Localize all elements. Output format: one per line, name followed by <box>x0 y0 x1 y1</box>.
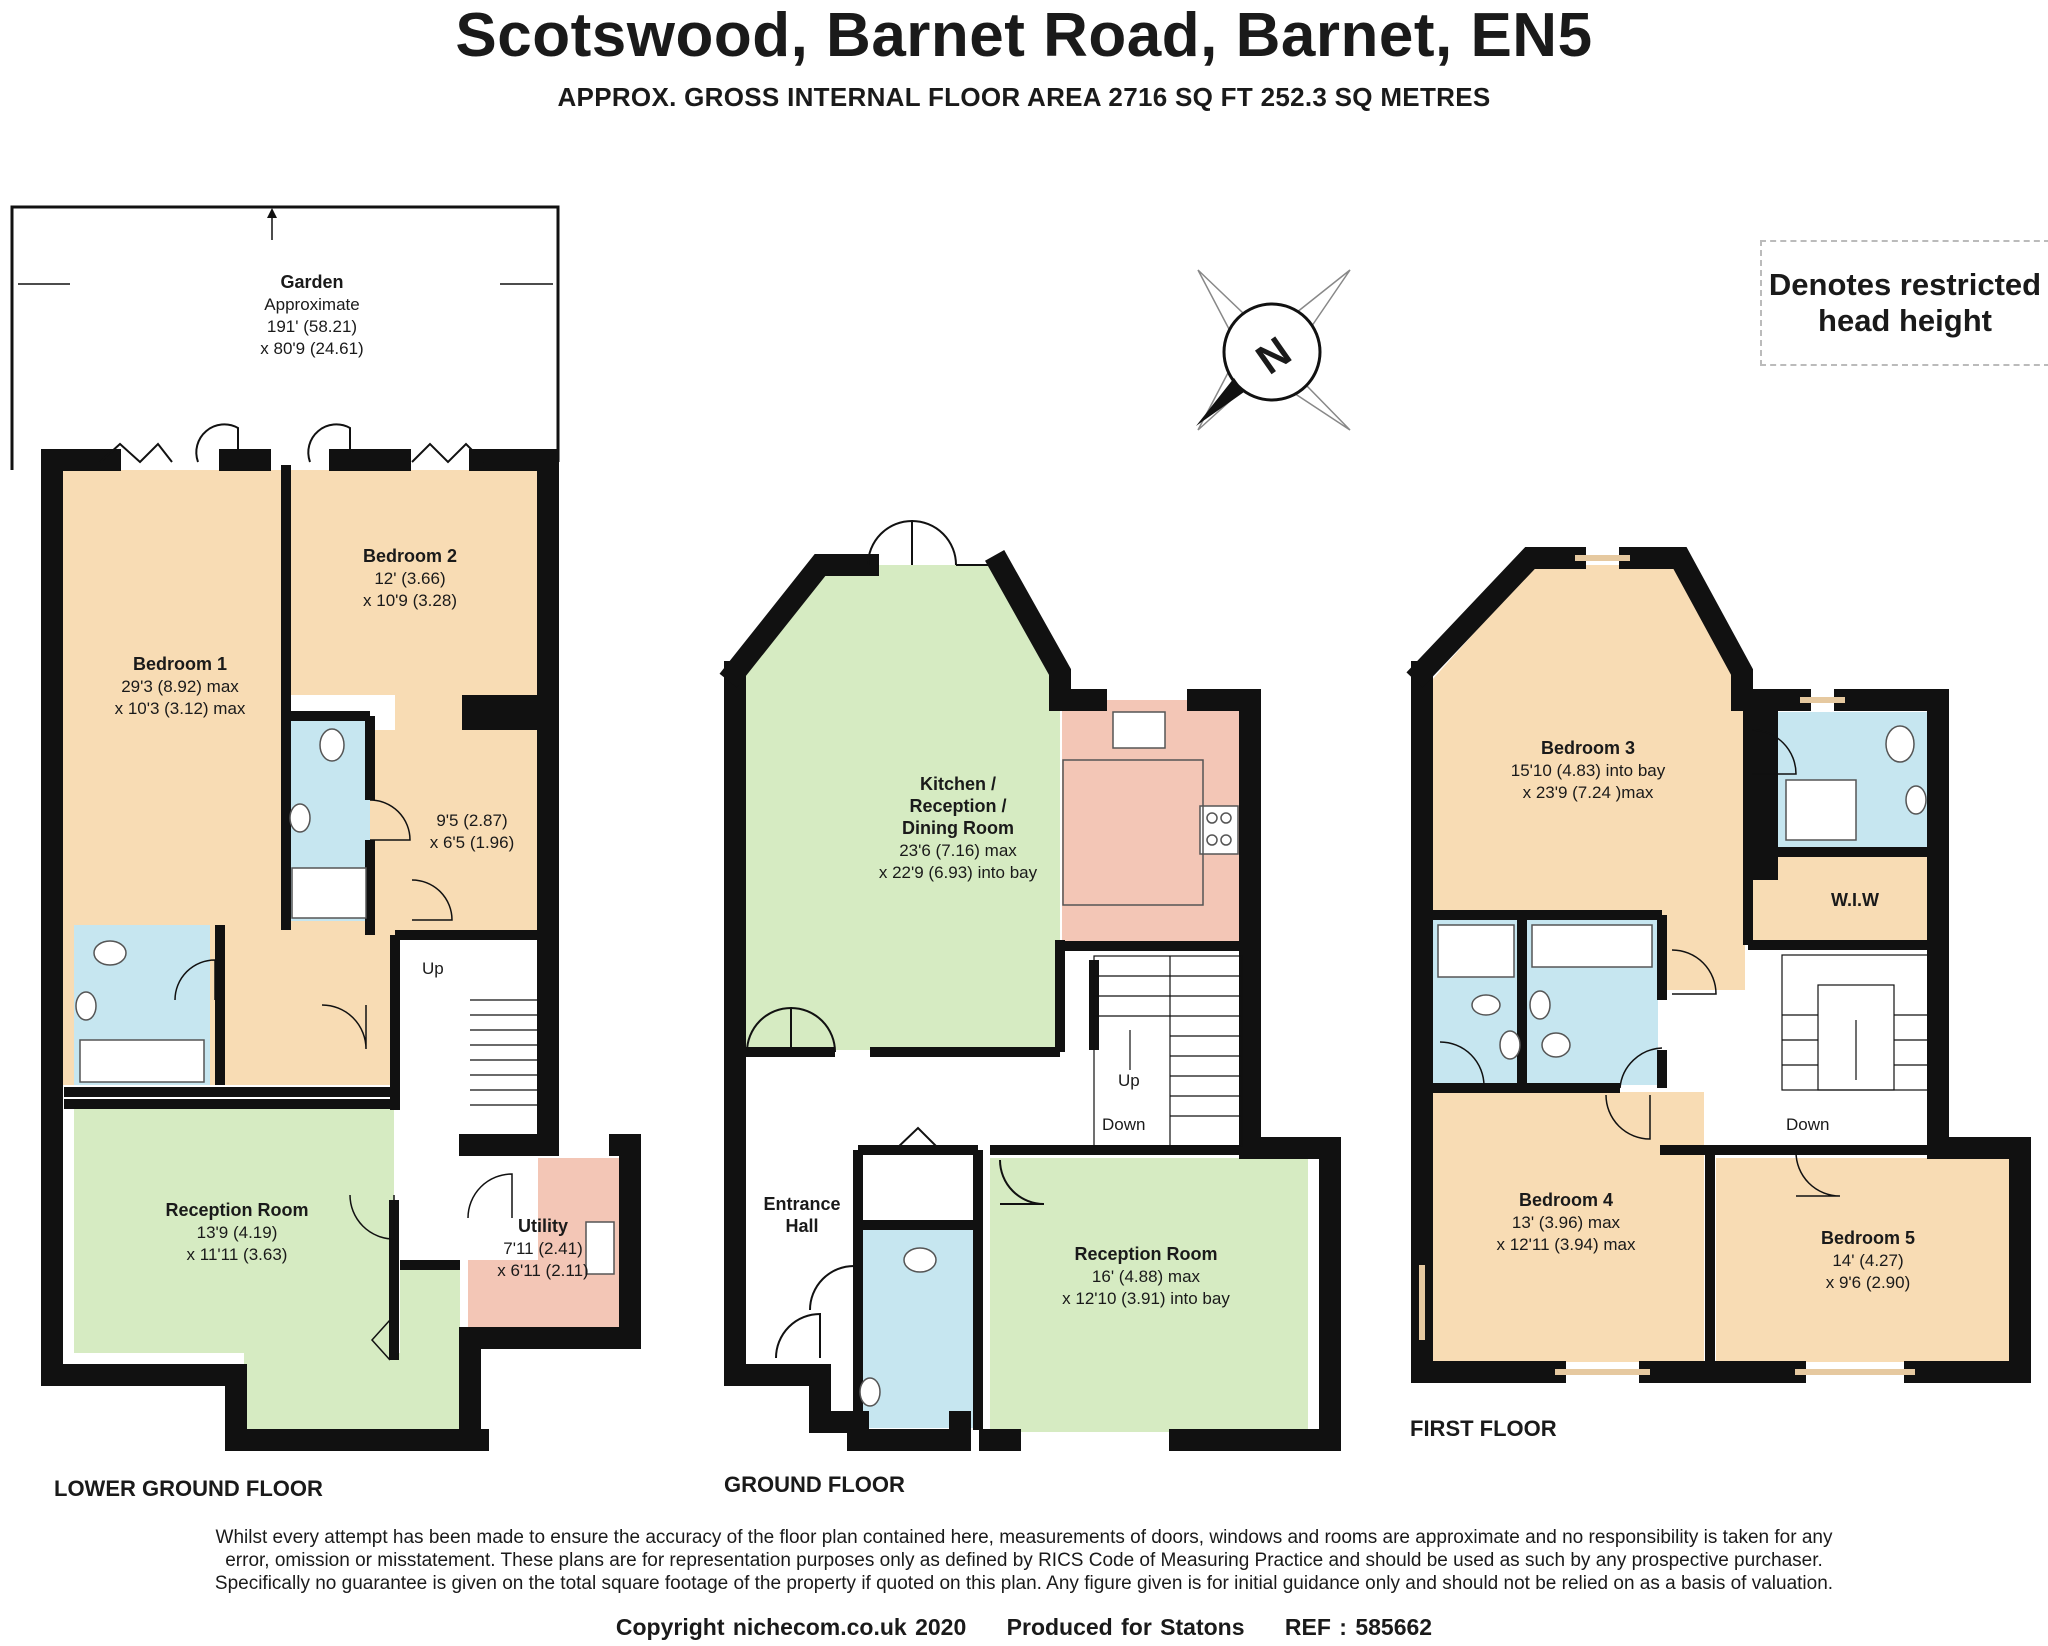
copyright-line: Copyright nichecom.co.uk 2020 Produced f… <box>0 1614 2048 1641</box>
produced-for-text: Produced for Statons <box>1006 1614 1245 1640</box>
svg-text:x 80'9 (24.61): x 80'9 (24.61) <box>260 339 363 358</box>
bedroom-4-name: Bedroom 4 <box>1519 1190 1613 1210</box>
svg-text:x 12'11 (3.94) max: x 12'11 (3.94) max <box>1497 1235 1636 1254</box>
stairs-up-lg: Up <box>422 959 444 978</box>
garden-name: Garden <box>280 272 343 292</box>
reception-lg-name: Reception Room <box>165 1200 308 1220</box>
legend-line-2: head height <box>1818 303 1992 338</box>
entrance-hall-name: Entrance <box>763 1194 840 1214</box>
kitchen-name: Kitchen / <box>920 774 996 794</box>
svg-text:23'6 (7.16) max: 23'6 (7.16) max <box>899 841 1017 860</box>
bedroom-2-name: Bedroom 2 <box>363 546 457 566</box>
disclaimer-line-2: error, omission or misstatement. These p… <box>225 1550 1823 1571</box>
svg-text:16' (4.88) max: 16' (4.88) max <box>1092 1267 1201 1286</box>
svg-text:15'10 (4.83) into bay: 15'10 (4.83) into bay <box>1511 761 1666 780</box>
svg-text:Dining Room: Dining Room <box>902 818 1014 838</box>
svg-text:9'5 (2.87): 9'5 (2.87) <box>436 811 507 830</box>
svg-text:x 9'6 (2.90): x 9'6 (2.90) <box>1826 1273 1911 1292</box>
svg-text:x 10'3 (3.12) max: x 10'3 (3.12) max <box>115 699 246 718</box>
disclaimer-line-3: Specifically no guarantee is given on th… <box>214 1573 1834 1594</box>
svg-text:191' (58.21): 191' (58.21) <box>267 317 357 336</box>
legend-line-1: Denotes restricted <box>1768 267 2042 302</box>
copyright-text: Copyright nichecom.co.uk 2020 <box>615 1614 967 1640</box>
kitchen-reception-fill <box>745 565 1060 1050</box>
utility-name: Utility <box>518 1216 568 1236</box>
bedroom-3-fill <box>1432 565 1928 990</box>
svg-text:29'3 (8.92) max: 29'3 (8.92) max <box>121 677 239 696</box>
stairs-down-g: Down <box>1102 1115 1145 1134</box>
svg-text:Approximate: Approximate <box>264 295 359 314</box>
bedroom-2-fill <box>286 470 540 695</box>
ground-floor-label: GROUND FLOOR <box>724 1472 905 1497</box>
bedroom-3-name: Bedroom 3 <box>1541 738 1635 758</box>
garden-boundary <box>10 205 560 470</box>
svg-text:x 23'9 (7.24 )max: x 23'9 (7.24 )max <box>1523 783 1654 802</box>
reception-g-name: Reception Room <box>1074 1244 1217 1264</box>
svg-text:7'11 (2.41): 7'11 (2.41) <box>503 1239 582 1258</box>
svg-text:12' (3.66): 12' (3.66) <box>374 569 445 588</box>
svg-text:x 12'10 (3.91) into bay: x 12'10 (3.91) into bay <box>1062 1289 1230 1308</box>
bedroom-1-name: Bedroom 1 <box>133 654 227 674</box>
bedroom-4-fill <box>1432 1092 1704 1362</box>
wiw-name: W.I.W <box>1831 890 1879 910</box>
disclaimer: Whilst every attempt has been made to en… <box>60 1526 1988 1595</box>
lower-ground-floor-label: LOWER GROUND FLOOR <box>54 1476 323 1501</box>
page-title: Scotswood, Barnet Road, Barnet, EN5 <box>455 1 1593 70</box>
compass-icon <box>1196 269 1351 431</box>
first-floor-label: FIRST FLOOR <box>1410 1416 1557 1441</box>
svg-text:13'9 (4.19): 13'9 (4.19) <box>197 1223 278 1242</box>
svg-text:x 10'9 (3.28): x 10'9 (3.28) <box>363 591 457 610</box>
disclaimer-line-1: Whilst every attempt has been made to en… <box>215 1527 1833 1548</box>
reference-text: REF : 585662 <box>1284 1614 1433 1640</box>
landing-ff-fill <box>1662 1000 1932 1150</box>
svg-text:x 11'11 (3.63): x 11'11 (3.63) <box>187 1245 288 1264</box>
restricted-height-legend: Denotes restricted head height <box>1760 240 2048 366</box>
floor-area-subtitle: APPROX. GROSS INTERNAL FLOOR AREA 2716 S… <box>557 82 1491 112</box>
bedroom-5-name: Bedroom 5 <box>1821 1228 1915 1248</box>
svg-text:x 6'11 (2.11): x 6'11 (2.11) <box>497 1261 588 1280</box>
svg-text:14' (4.27): 14' (4.27) <box>1832 1251 1903 1270</box>
stairs-up-g: Up <box>1118 1071 1140 1090</box>
bedroom-5-fill <box>1716 1158 2012 1362</box>
svg-text:x 6'5 (1.96): x 6'5 (1.96) <box>430 833 515 852</box>
stairs-down-f: Down <box>1786 1115 1829 1134</box>
svg-text:Hall: Hall <box>785 1216 818 1236</box>
svg-text:13' (3.96) max: 13' (3.96) max <box>1512 1213 1621 1232</box>
svg-text:x 22'9 (6.93) into bay: x 22'9 (6.93) into bay <box>879 863 1038 882</box>
reception-lg-fill <box>74 1108 394 1353</box>
svg-text:Reception /: Reception / <box>909 796 1006 816</box>
